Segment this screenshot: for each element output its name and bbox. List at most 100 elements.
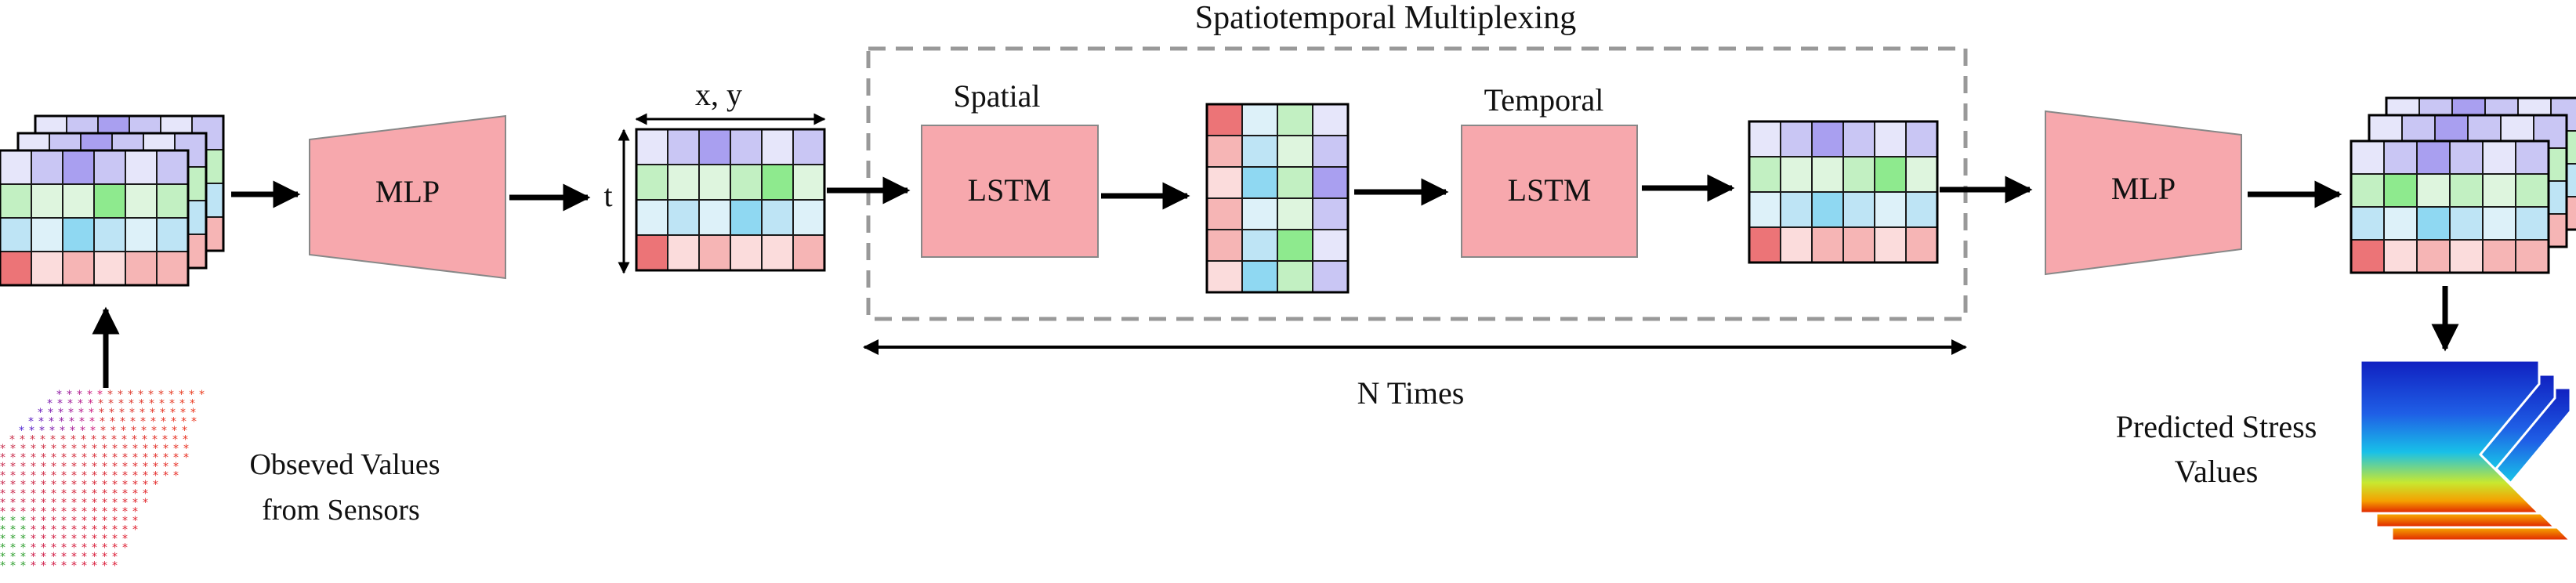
sensor-point: * (78, 398, 83, 411)
sensor-point: * (40, 434, 45, 447)
temporal-grid-cells (1748, 120, 1939, 264)
spatial-output-grid (1205, 103, 1350, 294)
sensor-point: * (143, 479, 148, 491)
sensor-point: * (31, 533, 36, 545)
sensor-point: * (102, 542, 107, 555)
grid-cell (1905, 121, 1938, 158)
sensor-point: * (10, 488, 16, 501)
sensor-point: * (0, 452, 5, 465)
grid-cell (156, 183, 189, 219)
sensor-point: * (20, 551, 26, 563)
sensor-point: * (82, 533, 87, 545)
grid-cell (1312, 166, 1349, 199)
grid-cell (698, 199, 731, 236)
sensor-point: * (143, 497, 148, 509)
sensor-point: * (0, 542, 5, 555)
grid-cell (1277, 135, 1313, 168)
grid-border (1748, 120, 1939, 264)
sensor-point: * (10, 479, 16, 491)
sensor-point: * (112, 515, 118, 527)
output-grid-stack (2350, 96, 2576, 274)
sensor-point: * (20, 506, 26, 519)
sensor-point: * (41, 533, 46, 545)
sensor-point: * (173, 461, 179, 473)
sensor-point: * (112, 443, 118, 455)
grid-cell (31, 150, 63, 185)
grid-cell (1905, 156, 1938, 193)
input-grid-front (0, 149, 190, 287)
sensor-point: * (102, 488, 107, 501)
sensor-point: * (148, 389, 154, 401)
sensor-point: * (132, 461, 138, 473)
sensor-point: * (107, 389, 113, 401)
grid-cell (31, 183, 63, 219)
sensor-point: * (161, 416, 166, 429)
sensor-point: * (112, 479, 118, 491)
sensor-point: * (61, 515, 67, 527)
sensor-point: * (61, 479, 67, 491)
grid-cell (792, 164, 825, 201)
sensor-point: * (0, 497, 5, 509)
grid-cell (1241, 229, 1278, 262)
sensor-point: * (82, 497, 87, 509)
sensor-point: * (41, 452, 46, 465)
sensor-point: * (41, 560, 46, 573)
sensor-point: * (51, 551, 56, 563)
sensor-point: * (118, 389, 123, 401)
sensor-point: * (128, 389, 133, 401)
grid-border (2350, 139, 2550, 274)
lstm-spatial-label: LSTM (968, 172, 1052, 208)
sensor-point: * (102, 452, 107, 465)
grid-cell (761, 129, 794, 165)
sensor-point: * (80, 425, 85, 437)
grid-cell (2350, 173, 2385, 208)
grid-cell (792, 234, 825, 271)
sensor-point: * (92, 560, 97, 573)
sensor-point: * (190, 398, 195, 411)
sensor-point: * (92, 452, 97, 465)
grid-cell (1277, 103, 1313, 136)
sensor-point: * (77, 389, 82, 401)
sensor-point: * (71, 443, 77, 455)
lstm-temporal-block (1461, 125, 1638, 258)
sensor-point: * (31, 524, 36, 537)
grid-cell (2449, 140, 2484, 175)
sensor-point: * (138, 389, 143, 401)
grid-cell (156, 150, 189, 185)
grid-cell (31, 217, 63, 252)
sensor-point: * (50, 434, 56, 447)
grid-cell (1206, 197, 1243, 230)
sensor-point: * (112, 551, 118, 563)
sensor-point: * (0, 470, 5, 483)
sensor-point: * (132, 479, 138, 491)
sensor-point: * (51, 506, 56, 519)
sensor-point: * (102, 506, 107, 519)
output-caption-line1: Predicted Stress (2116, 409, 2317, 444)
grid-cell (730, 164, 763, 201)
sensor-point: * (51, 515, 56, 527)
sensor-point: * (61, 533, 67, 545)
sensor-point: * (122, 524, 128, 537)
sensor-point: * (82, 470, 87, 483)
sensor-point: * (160, 407, 165, 419)
sensor-point: * (41, 542, 46, 555)
grid-cell (1241, 135, 1278, 168)
sensor-point: * (10, 470, 16, 483)
sensor-point: * (163, 461, 168, 473)
grid-cell (62, 150, 95, 185)
sensor-point: * (173, 443, 179, 455)
sensor-point: * (102, 560, 107, 573)
grid-cell (156, 217, 189, 252)
input-caption-line2: from Sensors (262, 494, 420, 527)
grid-cell (792, 129, 825, 165)
temporal-label: Temporal (1484, 82, 1604, 118)
sensor-point: * (143, 443, 148, 455)
sensor-point: * (91, 434, 96, 447)
sensor-point: * (179, 389, 184, 401)
sensor-point: * (112, 470, 118, 483)
grid-cell (1780, 156, 1813, 193)
grid-cell (1842, 121, 1875, 158)
sensor-point: * (92, 497, 97, 509)
sensor-point: * (0, 533, 5, 545)
sensor-point: * (31, 560, 36, 573)
